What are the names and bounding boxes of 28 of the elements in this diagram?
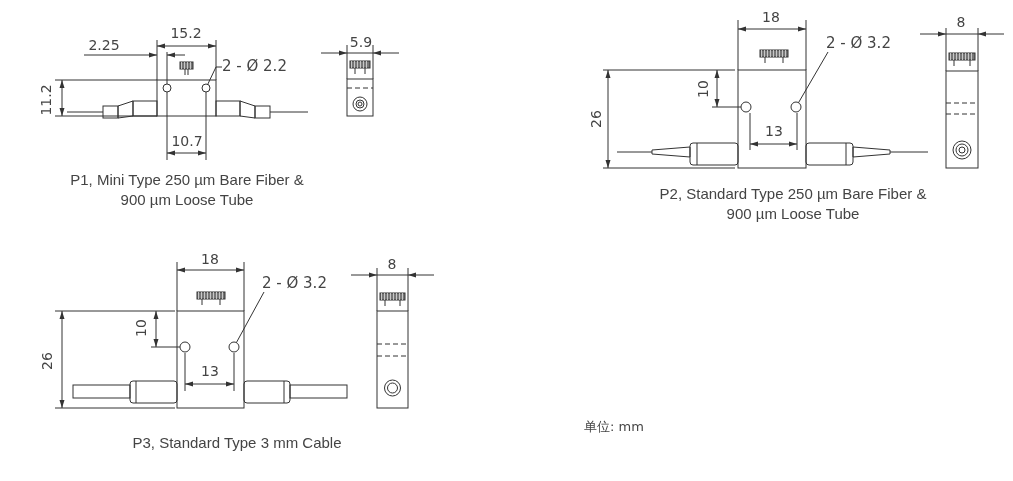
dimension-value: 8 [387,256,397,272]
dimension-value: 13 [201,363,219,379]
dimension-value: 15.2 [170,25,202,41]
figure-caption: P2, Standard Type 250 µm Bare Fiber & 900 µm Loose Tube [658,184,928,224]
mounting-hole [790,101,802,113]
dimension-value: 10 [695,80,711,98]
leader-line [207,66,223,85]
mounting-hole [201,83,211,93]
dimension-value: 18 [762,9,780,25]
leader-line [235,291,265,344]
dimension-value: 2.25 [88,37,120,53]
callout-text: 2 - Ø 3.2 [262,274,327,292]
callout-text: 2 - Ø 3.2 [826,34,891,52]
dimension-value: 18 [201,251,219,267]
figure-caption: P1, Mini Type 250 µm Bare Fiber & 900 µm Loose Tube [69,170,305,210]
dimension-value: 26 [588,110,604,128]
dimension-value: 10 [133,319,149,337]
mounting-hole [228,341,240,353]
figure-caption: P3, Standard Type 3 mm Cable [131,433,343,453]
callout-text: 2 - Ø 2.2 [222,57,287,75]
dimension-value: 11.2 [38,84,54,116]
dimension-value: 5.9 [349,34,373,50]
leader-line [798,51,829,104]
dimension-value: 10.7 [171,133,203,149]
dimension-value: 13 [765,123,783,139]
unit-note: 单位: mm [584,419,644,435]
dimension-value: 26 [39,352,55,370]
dimension-value: 8 [956,14,966,30]
